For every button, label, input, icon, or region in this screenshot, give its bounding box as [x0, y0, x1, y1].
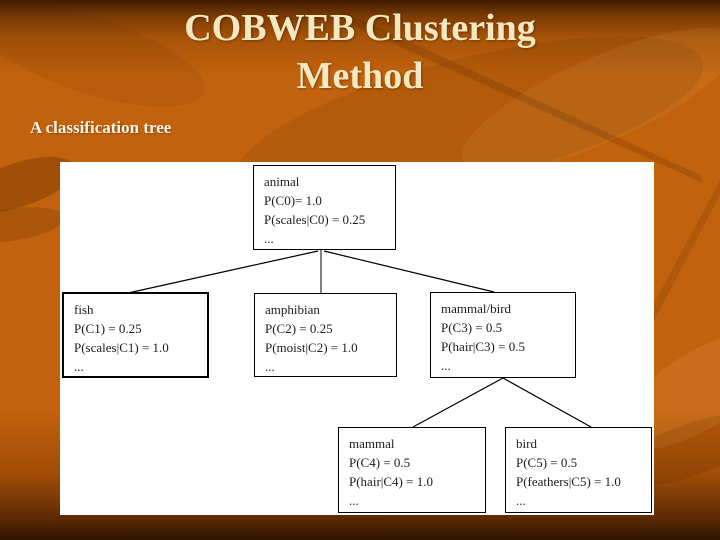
node-label: bird: [516, 436, 537, 451]
classification-tree-diagram: animal P(C0)= 1.0 P(scales|C0) = 0.25 ..…: [60, 162, 654, 515]
node-ellipsis: ...: [264, 231, 274, 246]
tree-node-bird: bird P(C5) = 0.5 P(feathers|C5) = 1.0 ..…: [505, 427, 652, 513]
slide-subtitle: A classification tree: [30, 118, 172, 137]
node-conditional: P(scales|C1) = 1.0: [74, 340, 169, 355]
tree-node-mammal: mammal P(C4) = 0.5 P(hair|C4) = 1.0 ...: [338, 427, 486, 513]
title-line-1: COBWEB Clustering: [184, 7, 536, 49]
edge-mammalbird-mammal: [412, 377, 504, 428]
node-probability: P(C5) = 0.5: [516, 455, 578, 470]
node-conditional: P(scales|C0) = 0.25: [264, 212, 366, 227]
node-probability: P(C0)= 1.0: [264, 193, 322, 208]
node-conditional: P(hair|C3) = 0.5: [441, 339, 525, 354]
page-title: COBWEB Clustering Method: [0, 4, 720, 100]
edge-animal-mammalbird: [323, 250, 495, 293]
tree-node-amphibian: amphibian P(C2) = 0.25 P(moist|C2) = 1.0…: [254, 293, 397, 377]
node-conditional: P(feathers|C5) = 1.0: [516, 474, 621, 489]
tree-node-animal: animal P(C0)= 1.0 P(scales|C0) = 0.25 ..…: [253, 165, 396, 250]
edge-animal-fish: [127, 250, 319, 294]
edge-mammalbird-bird: [502, 377, 592, 428]
node-ellipsis: ...: [441, 358, 451, 373]
node-label: animal: [264, 174, 300, 189]
node-label: mammal: [349, 436, 395, 451]
node-ellipsis: ...: [74, 359, 84, 374]
node-probability: P(C2) = 0.25: [265, 321, 333, 336]
node-ellipsis: ...: [265, 359, 275, 374]
node-ellipsis: ...: [349, 493, 359, 508]
node-probability: P(C4) = 0.5: [349, 455, 411, 470]
node-label: fish: [74, 302, 94, 317]
node-label: mammal/bird: [441, 301, 512, 316]
node-probability: P(C3) = 0.5: [441, 320, 503, 335]
node-probability: P(C1) = 0.25: [74, 321, 142, 336]
node-conditional: P(hair|C4) = 1.0: [349, 474, 433, 489]
tree-node-fish: fish P(C1) = 0.25 P(scales|C1) = 1.0 ...: [62, 292, 209, 378]
node-ellipsis: ...: [516, 493, 526, 508]
tree-node-mammal-bird: mammal/bird P(C3) = 0.5 P(hair|C3) = 0.5…: [430, 292, 576, 378]
title-line-2: Method: [296, 55, 424, 97]
node-conditional: P(moist|C2) = 1.0: [265, 340, 358, 355]
node-label: amphibian: [265, 302, 320, 317]
